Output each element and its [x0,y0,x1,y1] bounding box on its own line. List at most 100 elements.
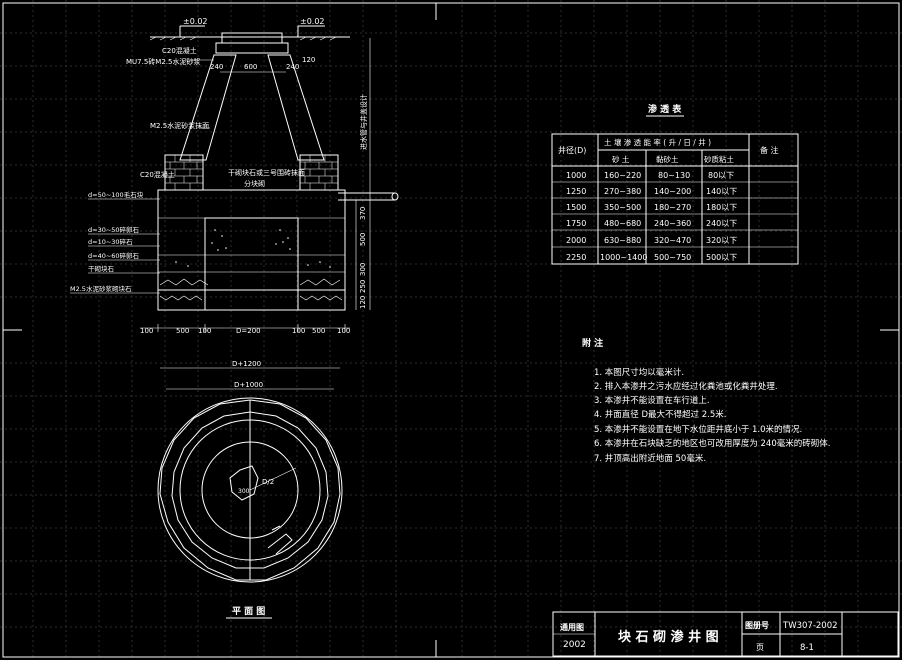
bottom-dim-7: 100 [337,327,350,335]
table-cell: 240~360 [654,219,691,228]
table-cell: 1000~1400 [600,253,647,262]
dim-top-text: 600 [244,63,257,71]
wall-material-label: MU7.5砖M2.5水泥砂浆 [126,57,200,66]
plan-outer-ring [157,397,343,583]
plan-dim-outer: D+1200 [232,360,261,368]
table-row: 1500 350~500 180~270 180以下 [566,203,737,212]
notes-block: 附 注 1. 本图尺寸均以毫米计. 2. 排入本渗井之污水应经过化粪池或化粪井处… [582,337,830,464]
note-item: 4. 井面直径 D最大不得超过 2.5米. [594,409,726,420]
table-frame [551,133,799,265]
bottom-dim-5: 100 [292,327,305,335]
right-dim-4: 250 [359,280,367,293]
table-cell: 350~500 [604,203,641,212]
plan-view: D+1200 D+1000 D/2 300 平 面 图 [157,360,343,619]
table-cell: 180~270 [654,203,691,212]
gravel-fill [175,229,331,268]
drawing-title: 块 石 砌 渗 井 图 [618,629,719,645]
table-row: 1000 160~220 80~130 80以下 [566,171,734,180]
fill-label-1: d=50~100毛石块 [88,190,144,199]
table-cell: 140以下 [706,187,737,196]
table-cell: 2250 [566,253,586,262]
plan-radius-line [249,467,297,491]
table-row: 2000 630~880 320~470 320以下 [566,236,737,245]
bottom-dim-3: 100 [198,327,211,335]
fill-label-5: 干砌块石 [88,264,115,273]
fill-label-6: M2.5水泥砂浆砌块石 [70,284,132,293]
level-left-text: ±0.02 [183,17,208,26]
table-cell: 630~880 [604,236,641,245]
table-row: 1250 270~380 140~200 140以下 [566,187,737,196]
note-item: 3. 本渗井不能设置在车行道上. [594,395,710,406]
table-col-remark: 备 注 [760,145,779,155]
right-dim-1: 370 [359,207,367,220]
fill-labels: d=50~100毛石块 d=30~50碎卵石 d=10~30碎石 d=40~60… [70,190,160,294]
table-title: 渗 透 表 [648,103,682,115]
cover-collar [215,42,289,54]
table-cell: 480~680 [604,219,641,228]
note-item: 2. 排入本渗井之污水应经过化粪池或化粪井处理. [594,381,778,392]
dim-wall-right-text: 240 [286,63,299,71]
table-row: 2250 1000~1400 500~750 500以下 [566,253,737,262]
plan-dim-small: 300 [238,488,250,495]
table-cell: 1750 [566,219,586,228]
cone-wall-right [267,54,325,161]
table-cell: 320以下 [706,236,737,245]
right-dim-5: 120 [359,296,367,309]
table-sub-col-3: 砂质粘土 [704,154,734,164]
table-sub-col-1: 砂 土 [612,154,630,164]
rubble-top [159,278,341,286]
inlet-pipe [338,192,395,201]
atlas-year: 2002 [563,640,586,650]
table-cell: 160~220 [604,171,641,180]
table-row: 1750 480~680 240~360 240以下 [566,219,737,228]
note-item: 6. 本渗井在石块缺乏的地区也可改用厚度为 240毫米的砖砌体. [594,438,830,449]
bottom-dim-2: 500 [176,327,189,335]
table-cell: 80~130 [658,171,690,180]
table-cell: 1000 [566,171,586,180]
plan-title: 平 面 图 [232,606,265,617]
plan-dim-inner: D+1000 [234,381,263,389]
collar-label: C20混凝土 [140,170,175,179]
fill-label-3: d=10~30碎石 [88,237,133,246]
plan-inlet-detail [267,525,293,555]
table-cell: 140~200 [654,187,691,196]
note-item: 1. 本图尺寸均以毫米计. [594,367,684,378]
pit-body [157,189,346,311]
plan-dim-radius: D/2 [262,478,274,486]
table-cell: 320~470 [654,236,691,245]
level-right-text: ±0.02 [300,17,325,26]
table-col-diameter: 井径(D) [558,145,586,155]
dim-wall-left-text: 240 [210,63,223,71]
table-cell: 500~750 [654,253,691,262]
sheet-no-label: 图册号 [745,621,769,630]
center-note-2: 分块砌 [244,179,265,188]
note-item: 7. 井顶高出附近地面 50毫米. [594,453,706,464]
table-cell: 240以下 [706,219,737,228]
page-label: 页 [756,643,764,652]
plan-polygon-outer [159,399,341,581]
fill-label-2: d=30~50碎卵石 [88,225,140,234]
fill-label-4: d=40~60碎卵石 [88,251,140,260]
bottom-dim-6: 500 [312,327,325,335]
plan-inner-opening [229,465,259,501]
permeability-table: 渗 透 表 井径(D) 土 壤 渗 透 能 率 ( 升 / 日 / 井 ) 备 … [551,103,799,265]
title-block: 通用图 2002 块 石 砌 渗 井 图 图册号 TW307-2002 页 8-… [552,611,899,657]
page-no: 8-1 [800,643,814,653]
footing-right [297,289,346,311]
section-view: ±0.02 ±0.02 C20混凝土 MU7.5砖M2.5水泥砂浆 600 24… [70,17,399,335]
table-cell: 80以下 [708,171,734,180]
footing-left [157,289,206,311]
dim-right-top-text: 120 [302,56,315,64]
table-cell: 270~380 [604,187,641,196]
cone-wall-left [179,54,237,161]
right-dim-3: 300 [359,263,367,276]
bottom-dim-ticks [157,324,346,332]
table-cell: 180以下 [706,203,737,212]
bottom-dim-1: 100 [140,327,153,335]
table-cell: 500以下 [706,253,737,262]
ground-hatch [149,36,337,41]
table-cell: 1500 [566,203,586,212]
